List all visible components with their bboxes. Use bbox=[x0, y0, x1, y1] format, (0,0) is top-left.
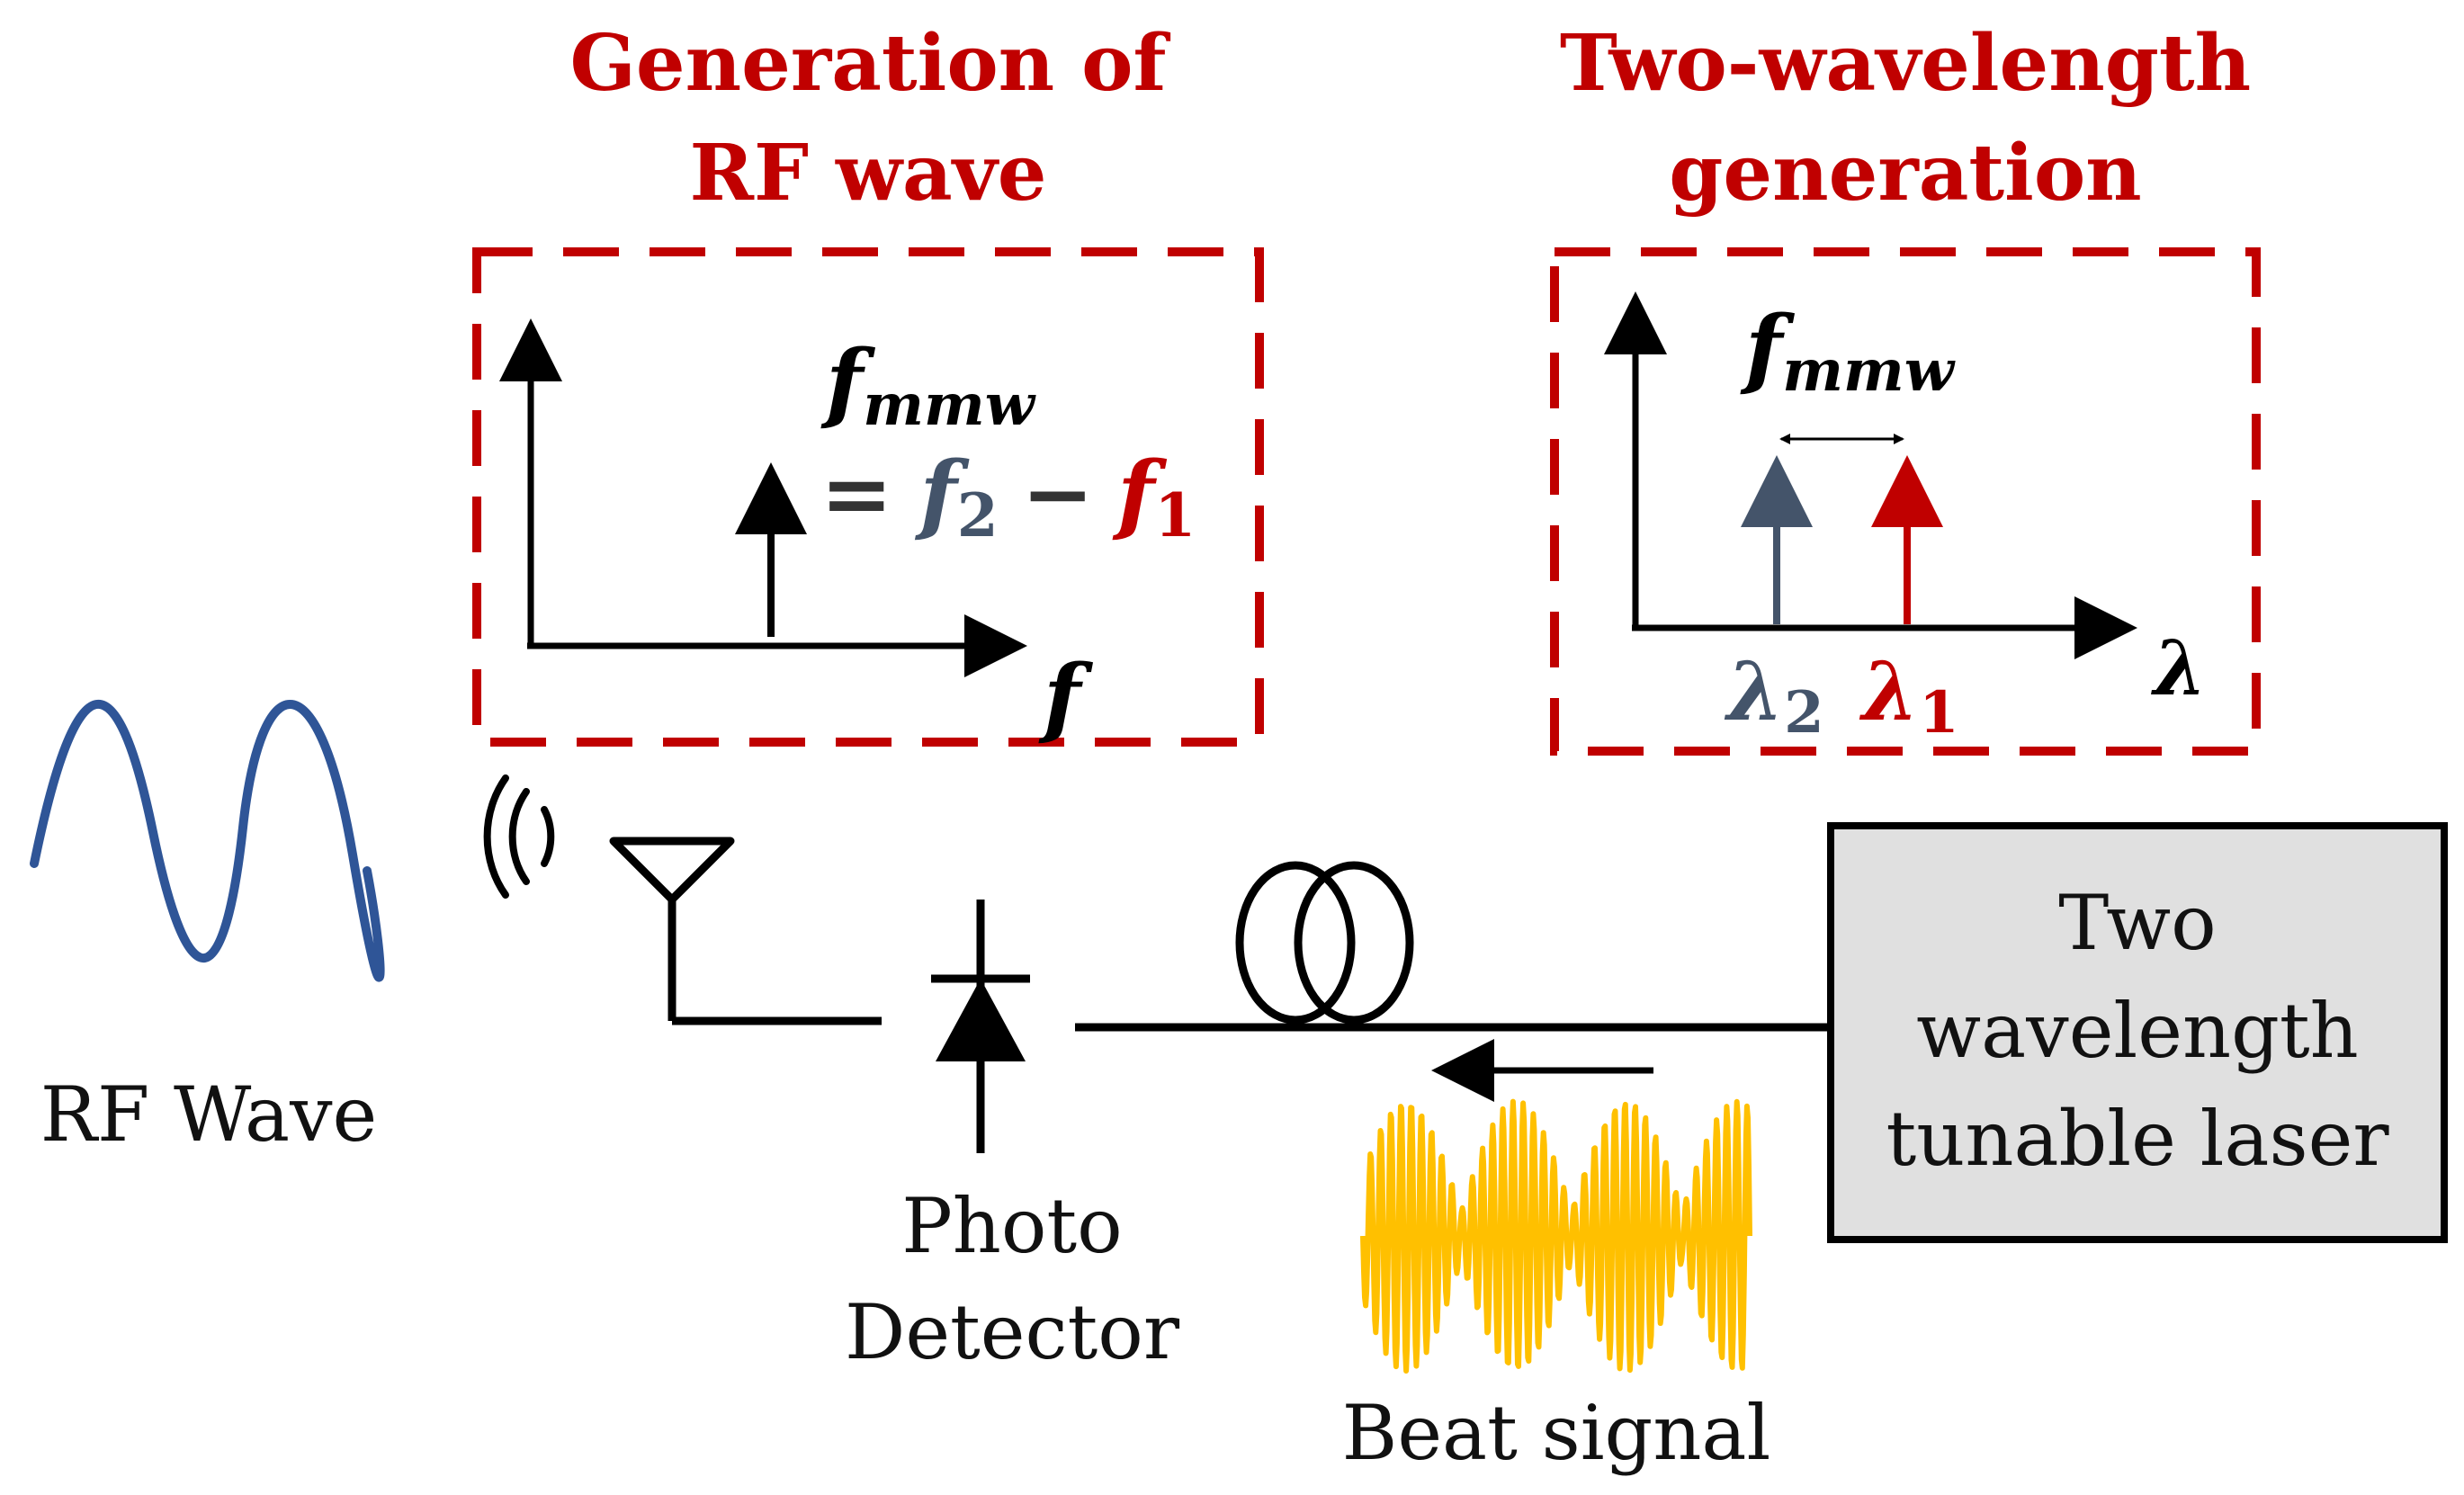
fiber-coil-icon bbox=[1235, 861, 1414, 1025]
antenna-icon bbox=[609, 837, 882, 1025]
rf-generation-title-line2: RF wave bbox=[690, 128, 1047, 219]
rf-x-axis-label: f bbox=[1038, 646, 1094, 748]
rf-wave-signal bbox=[30, 700, 385, 982]
two-wavelength-title-line1: Two-wavelength bbox=[1560, 18, 2251, 109]
rf-equation: =f2−f1 bbox=[820, 443, 1196, 551]
lambda2-label: λ2 bbox=[1724, 644, 1824, 747]
wavelength-fmmw-label: fmmw bbox=[1740, 297, 1956, 405]
photo-detector-label-line2: Detector bbox=[845, 1288, 1180, 1376]
two-wavelength-title-line2: generation bbox=[1669, 128, 2141, 219]
photodiode-icon bbox=[931, 900, 1030, 1153]
lambda1-label: λ1 bbox=[1859, 644, 1959, 747]
rf-fmmw-label: fmmw bbox=[820, 331, 1036, 439]
signal-waves-icon bbox=[483, 774, 555, 899]
wavelength-x-axis-label: λ bbox=[2151, 623, 2207, 712]
rf-generation-title-line1: Generation of bbox=[569, 18, 1170, 109]
laser-label-line3: tunable laser bbox=[1886, 1095, 2389, 1183]
laser-label-line1: Two bbox=[2058, 879, 2217, 967]
wavelength-spectrum-box bbox=[1550, 247, 2261, 756]
laser-label-line2: wavelength bbox=[1916, 987, 2358, 1075]
photo-detector-label-line1: Photo bbox=[901, 1182, 1123, 1270]
beat-signal-label: Beat signal bbox=[1342, 1389, 1771, 1477]
tunable-laser-box bbox=[1827, 822, 2448, 1243]
rf-spectrum-box bbox=[472, 247, 1264, 747]
beat-signal-waveform bbox=[1360, 1098, 1752, 1374]
rf-wave-label: RF Wave bbox=[40, 1070, 378, 1159]
